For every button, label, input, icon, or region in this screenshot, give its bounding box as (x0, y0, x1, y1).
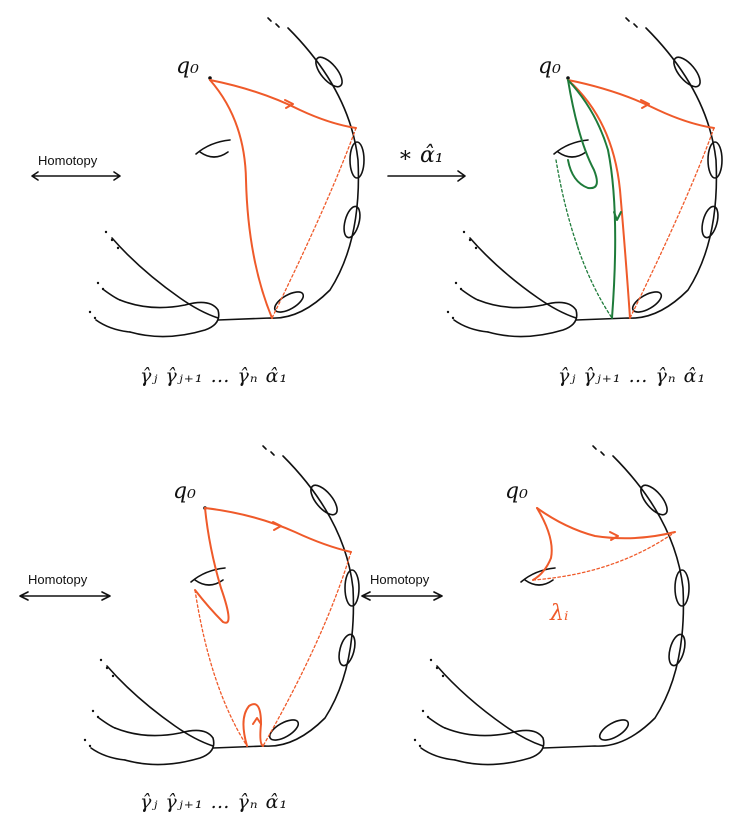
homotopy-double-arrow (361, 591, 443, 601)
orange-loop-path (194, 507, 230, 624)
arrow-head (640, 99, 650, 109)
basepoint-dot (208, 76, 212, 80)
homotopy-double-arrow (19, 591, 111, 601)
homotopy-left-bottom: Homotopy (19, 572, 111, 601)
arrow-head (272, 521, 282, 531)
basepoint-label: q₀ (173, 479, 196, 504)
surface-outline (88, 17, 365, 338)
surface-outline (83, 445, 360, 766)
orange-dotted-path (271, 127, 357, 319)
green-path (567, 79, 617, 319)
orange-path-top (536, 507, 676, 540)
orange-path-left (532, 507, 553, 581)
orange-path-left (567, 79, 631, 319)
panel-caption: γ̂ⱼ γ̂ⱼ₊₁ … γ̂ₙ α̂₁ (558, 365, 706, 387)
panel-bottom-left: q₀ (83, 445, 360, 766)
basepoint-label: q₀ (176, 54, 199, 79)
arrow-head (284, 99, 294, 109)
orange-dotted-path-left (194, 589, 248, 747)
orange-dotted-path (629, 127, 715, 319)
surface-outline (445, 17, 723, 338)
orange-path-top (567, 79, 715, 129)
panel-caption: γ̂ⱼ γ̂ⱼ₊₁ … γ̂ₙ α̂₁ (140, 791, 288, 813)
panel-top-right: q₀ γ̂ⱼ γ̂ⱼ₊₁ … γ̂ₙ α̂₁ (445, 17, 723, 387)
homotopy-label: Homotopy (370, 572, 430, 587)
orange-dotted-path (532, 531, 676, 581)
compose-label: ∗ α̂₁ (398, 143, 444, 168)
panel-caption: γ̂ⱼ γ̂ⱼ₊₁ … γ̂ₙ α̂₁ (140, 365, 288, 387)
basepoint-label: q₀ (538, 54, 561, 79)
green-arrow-head (613, 211, 622, 221)
compose-arrow: ∗ α̂₁ (387, 143, 466, 182)
arrow-head (609, 531, 619, 541)
homotopy-double-arrow (31, 171, 121, 181)
basepoint-dot (566, 76, 570, 80)
compose-arrow-shape (387, 170, 466, 182)
basepoint-label: q₀ (505, 479, 528, 504)
panel-bottom-right: q₀ λᵢ (412, 445, 690, 766)
orange-path-top (204, 507, 352, 553)
orange-path-left (209, 79, 273, 319)
orange-path-top (209, 79, 357, 129)
lambda-label: λᵢ (549, 601, 568, 626)
panel-top-left: q₀ Homotopy γ̂ⱼ γ̂ⱼ₊₁ … γ̂ₙ α̂₁ (31, 17, 365, 387)
green-dotted-path (555, 159, 613, 319)
green-loop (567, 79, 598, 190)
homotopy-right-bottom: Homotopy (361, 572, 443, 601)
orange-small-loop (242, 703, 264, 747)
homotopy-label: Homotopy (38, 153, 98, 168)
homotopy-label: Homotopy (28, 572, 88, 587)
orange-dotted-path-right (262, 551, 352, 747)
loop-arrow-head (252, 717, 262, 725)
